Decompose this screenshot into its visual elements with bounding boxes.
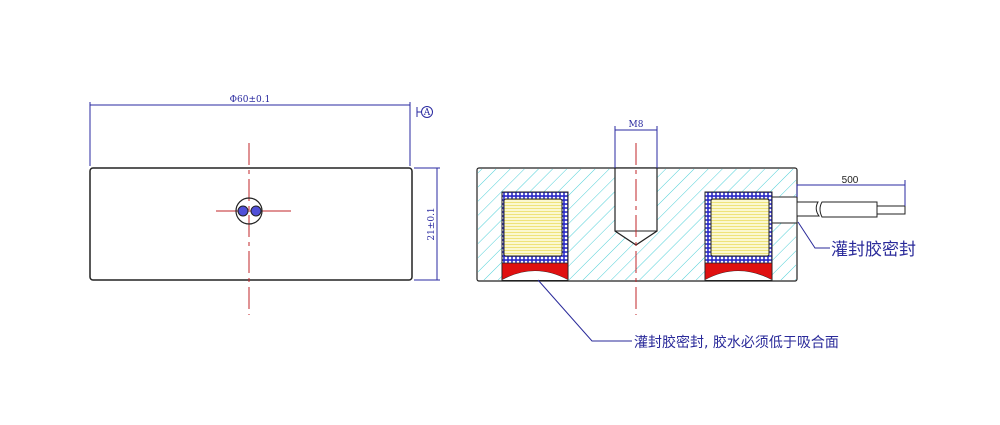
coil-seal-note: 灌封胶密封, 胶水必须低于吸合面 bbox=[634, 334, 839, 351]
cable-seal-note: 灌封胶密封 bbox=[831, 240, 916, 260]
wire-left bbox=[237, 205, 249, 217]
coil-right bbox=[704, 191, 773, 281]
thread-dimension-text: M8 bbox=[629, 120, 644, 130]
coil-seal-leader bbox=[537, 279, 632, 342]
cable-exit-circle bbox=[235, 197, 263, 225]
datum-label: A bbox=[423, 108, 431, 118]
cable-length-text: 500 bbox=[842, 175, 859, 186]
section-view: M8 500 灌封胶密封 灌封胶密封, 胶水必须低于吸合面 bbox=[476, 120, 916, 351]
cable-seal-leader bbox=[797, 221, 830, 249]
cable bbox=[796, 201, 878, 218]
cable-conductor bbox=[876, 205, 906, 215]
diameter-dimension-text: Φ60±0.1 bbox=[230, 95, 271, 105]
coil-left bbox=[501, 191, 569, 281]
cable-gland bbox=[771, 196, 798, 224]
datum-circle bbox=[421, 106, 433, 118]
front-view: Φ60±0.1 A 21±0.1 bbox=[89, 95, 440, 315]
height-dimension-text: 21±0.1 bbox=[427, 207, 437, 240]
wire-right bbox=[250, 205, 262, 217]
